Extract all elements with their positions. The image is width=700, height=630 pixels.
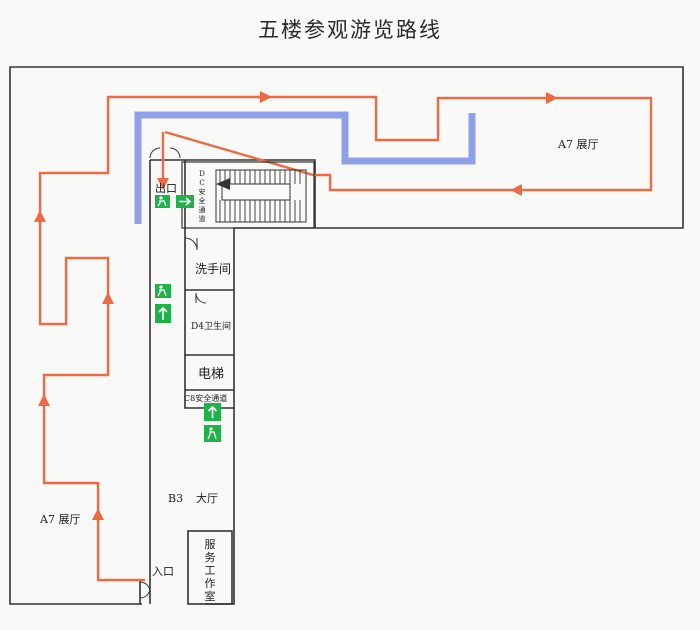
label-washroom: 洗手间 [195,262,231,276]
label-toilet: D4卫生间 [191,320,231,332]
room-doors [139,147,207,599]
page-title: 五楼参观游览路线 [258,18,442,42]
exit-sign-middle [155,284,171,323]
service-room-char: 室 [205,589,216,603]
visit-route [38,95,653,582]
stairwell [181,161,315,229]
label-hall-b3: B3 [168,492,183,505]
service-room-char: 工 [205,564,216,577]
exit-sign-lower [204,403,221,442]
label-elevator: 电梯 [198,367,224,382]
exit-sign-top [155,195,194,208]
label-entrance: 入口 [152,565,174,578]
stair-label-char: C [199,179,204,187]
service-room-char: 服 [205,538,216,551]
stair-label-char: 全 [199,196,206,205]
service-room-char: 作 [205,577,216,590]
service-room-char: 务 [205,551,216,564]
route-arrows [34,91,558,520]
stair-label-char: D [199,170,205,178]
label-safe-passage: C8安全通道 [184,393,227,403]
label-exit: 出口 [155,181,177,195]
building-walls [9,66,684,605]
stair-label-char: 道 [199,214,206,223]
label-hall-a7-left: A7 展厅 [39,513,80,526]
stair-label-char: 通 [199,205,206,214]
label-hall-a7-right: A7 展厅 [557,138,598,151]
blue-corridor-line [134,111,476,224]
stair-label-char: 安 [199,187,206,196]
label-hall-b3-name: 大厅 [196,491,218,505]
